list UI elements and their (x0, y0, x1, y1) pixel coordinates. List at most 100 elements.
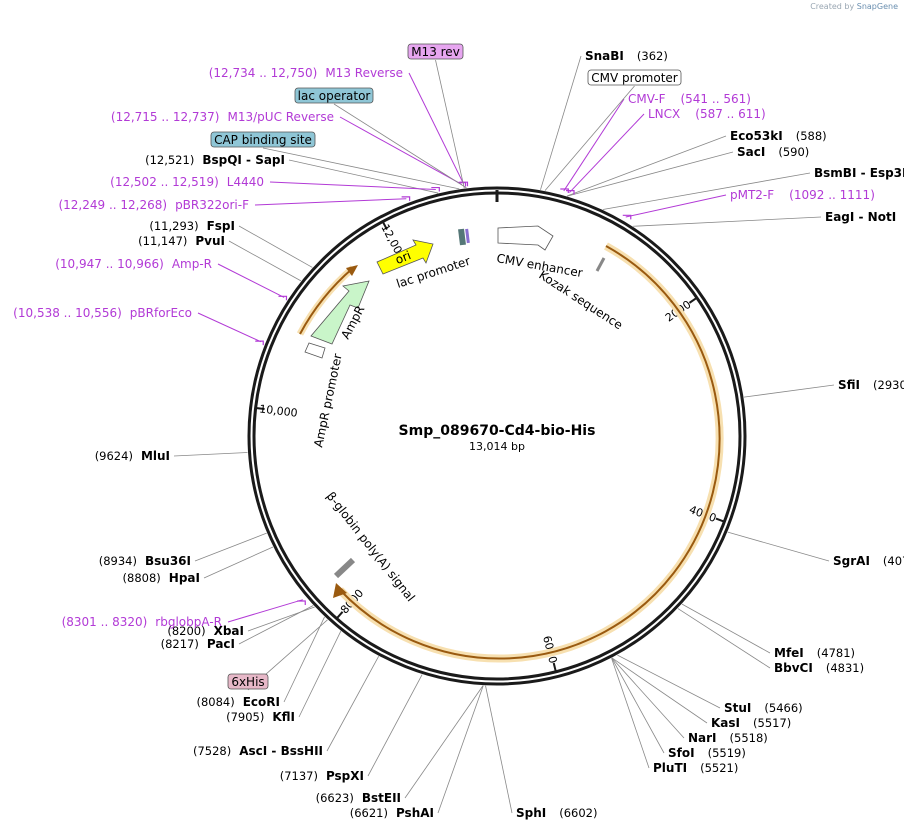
feature-leader (262, 147, 460, 190)
restriction-site: AscI - BssHII(7528) (193, 744, 323, 758)
site-pos: (7137) (280, 769, 318, 783)
site-name: SgrAI (833, 554, 870, 568)
site-name: PluTI (653, 761, 687, 775)
primer-pos: (10,947 .. 10,966) (55, 257, 164, 271)
site-name: HpaI (169, 571, 200, 585)
restriction-site: PacI(8217) (161, 637, 235, 651)
site-leader (611, 657, 708, 724)
restriction-site: PluTI (5521) (653, 761, 738, 775)
site-pos: (7905) (226, 710, 264, 724)
primer-arrow (255, 340, 264, 346)
site-leader (743, 384, 835, 398)
restriction-site: Eco53kI(588) (730, 129, 827, 143)
feature-name: CAP binding site (214, 133, 312, 147)
lac-promoter-marker-2 (465, 228, 470, 244)
feature-box-bg (407, 43, 464, 60)
primer: L4440 (12,502 .. 12,519) (110, 175, 264, 189)
primer-pos: (1092 .. 1111) (789, 188, 875, 202)
primer: M13 Reverse(12,734 .. 12,750) (209, 66, 403, 80)
primer-name: LNCX (648, 107, 680, 121)
leader-lines (173, 55, 835, 814)
tick-mark (254, 406, 265, 410)
restriction-site: SacI(590) (737, 145, 809, 159)
site-leader (228, 240, 302, 282)
restriction-site: EcoRI(8084) (196, 695, 280, 709)
backbone-outer (247, 186, 747, 686)
site-pos: (6602) (559, 806, 597, 820)
orf-arrowhead (333, 583, 347, 598)
site-leader (617, 654, 721, 709)
primer-name: pBRforEco (130, 306, 192, 320)
primer-pos: (12,715 .. 12,737) (111, 110, 220, 124)
restriction-site: SgrAI (4071) (833, 554, 904, 568)
feature-box: 6xHis (227, 673, 269, 690)
site-pos: (4071) (883, 554, 904, 568)
orf-arc (339, 245, 721, 660)
primer-name: pMT2-F (730, 188, 774, 202)
feature-leader (333, 103, 467, 189)
primer-leader (254, 198, 407, 206)
site-leader (677, 608, 771, 669)
primer-pos: (10,538 .. 10,556) (13, 306, 122, 320)
restriction-site: FspI (11,293) (149, 219, 235, 233)
primer-arrow (622, 214, 632, 220)
restriction-site: XbaI(8200) (167, 624, 244, 638)
site-pos: (11,293) (149, 219, 198, 233)
primer-arrow (401, 196, 411, 201)
site-name: PspXI (326, 769, 364, 783)
site-name: SfoI (668, 746, 695, 760)
ampr-promoter-label: AmpR promoter (311, 352, 345, 448)
site-name: BbvCI (774, 661, 813, 675)
site-pos: (6623) (316, 791, 354, 805)
primer-name: rbglobpA-R (155, 615, 222, 629)
primer-pos: (587 .. 611) (695, 107, 765, 121)
site-name: BsmBI - Esp3I (814, 166, 904, 180)
credit-brand: SnapGene (856, 2, 898, 11)
site-leader (566, 135, 727, 197)
left-arc (299, 267, 354, 335)
primer-leader (408, 72, 465, 185)
site-pos: (5517) (753, 716, 791, 730)
site-name: FspI (207, 219, 235, 233)
primer-pos: (12,249 .. 12,268) (58, 198, 167, 212)
primer-pos: (8301 .. 8320) (62, 615, 148, 629)
plasmid-name: Smp_089670-Cd4-bio-His (399, 423, 596, 439)
site-name: BstEII (362, 791, 401, 805)
primer-name: L4440 (227, 175, 264, 189)
site-leader (611, 658, 650, 769)
site-name: SacI (737, 145, 765, 159)
site-pos: (4781) (817, 646, 855, 660)
tick-label: 10,000 (259, 402, 299, 419)
primer: pMT2-F (1092 .. 1111) (730, 188, 875, 202)
site-leader (611, 657, 665, 754)
primer-pos: (541 .. 561) (680, 92, 750, 106)
restriction-site: SfoI(5519) (668, 746, 746, 760)
credit-prefix: Created by (810, 2, 855, 11)
feature-name: lac operator (298, 89, 371, 103)
primer: pBR322ori-F(12,249 .. 12,268) (58, 198, 249, 212)
site-pos: (5521) (700, 761, 738, 775)
kozak-marker (595, 257, 606, 272)
primer-name: Amp-R (172, 257, 212, 271)
ampr-arrow (310, 280, 370, 345)
restriction-site: StuI(5466) (724, 701, 803, 715)
restriction-site: BbvCI(4831) (774, 661, 864, 675)
site-leader (238, 225, 313, 268)
restriction-site: NarI(5518) (688, 731, 768, 745)
feature-box-bg (587, 69, 682, 86)
restriction-site: Bsu36I(8934) (99, 554, 191, 568)
primer-arrow (566, 190, 575, 195)
primer: rbglobpA-R (8301 .. 8320) (62, 615, 222, 629)
site-name: KflI (272, 710, 295, 724)
tick-mark (381, 220, 388, 230)
feature-box-bg (227, 673, 269, 690)
site-leader (247, 606, 315, 632)
primer-leader (197, 312, 262, 343)
site-leader (203, 546, 274, 579)
site-leader (367, 674, 423, 777)
site-pos: (2930) (873, 378, 904, 392)
primer-pos: (12,502 .. 12,519) (110, 175, 219, 189)
site-name: PshAI (396, 806, 434, 820)
tick-mark (552, 662, 558, 673)
